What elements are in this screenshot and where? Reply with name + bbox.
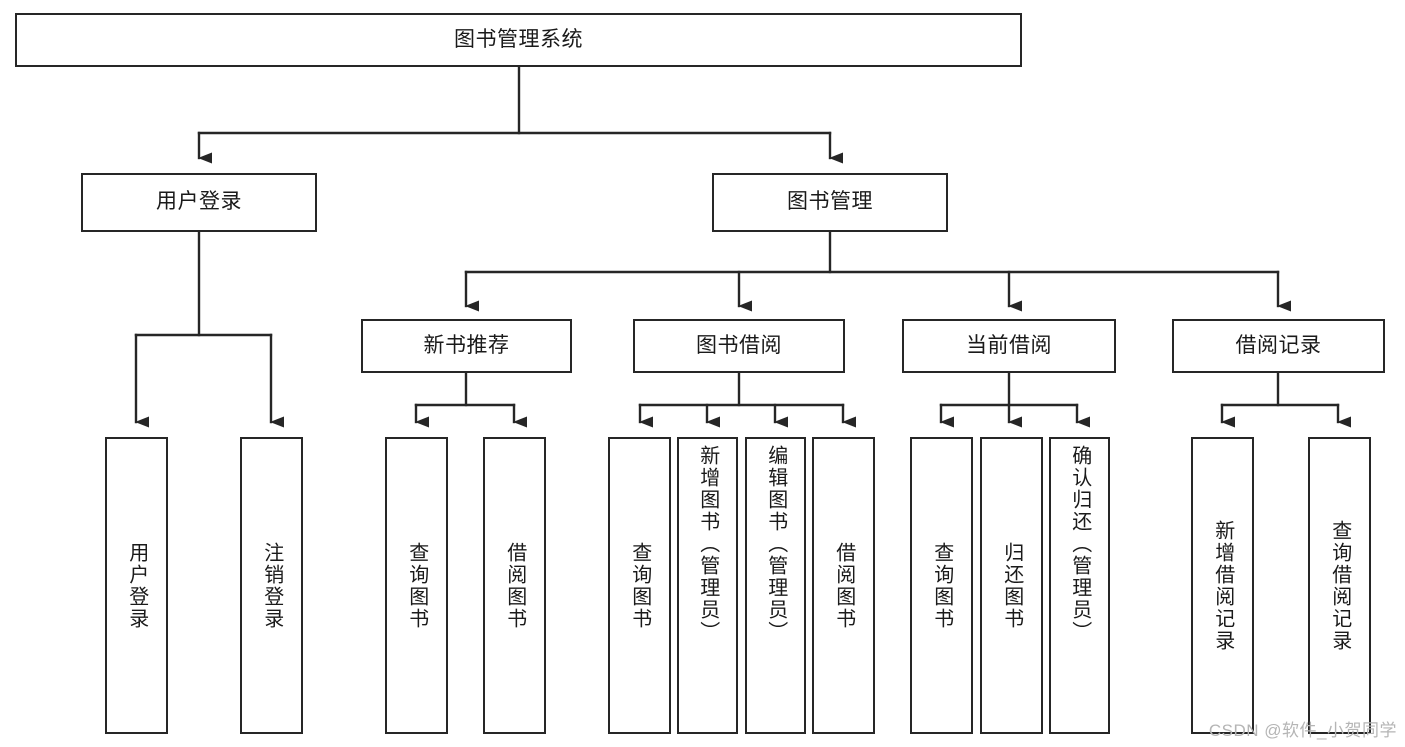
node-label: 查询图书 — [628, 541, 651, 630]
node-label: 归还图书 — [1000, 541, 1023, 630]
leaf-user-login[interactable]: 用户登录 — [105, 437, 168, 734]
node-label: 查询图书 — [405, 541, 428, 630]
node-label: 编辑图书（管理员） — [764, 445, 787, 643]
leaf-borrow-book-rec[interactable]: 借阅图书 — [483, 437, 546, 734]
node-current-borrow[interactable]: 当前借阅 — [902, 319, 1116, 373]
leaf-query-book-current[interactable]: 查询图书 — [910, 437, 973, 734]
leaf-add-book[interactable]: 新增图书（管理员） — [677, 437, 738, 734]
csdn-watermark: CSDN @软件_小贺同学 — [1208, 721, 1397, 740]
node-book-borrow[interactable]: 图书借阅 — [633, 319, 845, 373]
node-label: 新增借阅记录 — [1211, 519, 1234, 652]
node-label: 注销登录 — [260, 541, 283, 630]
node-label: 图书管理系统 — [454, 27, 583, 51]
leaf-user-logout[interactable]: 注销登录 — [240, 437, 303, 734]
leaf-query-book-rec[interactable]: 查询图书 — [385, 437, 448, 734]
node-label: 用户登录 — [125, 541, 148, 630]
node-label: 确认归还（管理员） — [1068, 445, 1091, 643]
node-label: 借阅图书 — [503, 541, 526, 630]
node-label: 图书管理 — [787, 190, 873, 214]
node-root-system[interactable]: 图书管理系统 — [15, 13, 1022, 67]
leaf-add-borrow-record[interactable]: 新增借阅记录 — [1191, 437, 1254, 734]
leaf-borrow-book-borrow[interactable]: 借阅图书 — [812, 437, 875, 734]
node-label: 当前借阅 — [966, 333, 1052, 357]
leaf-query-book-borrow[interactable]: 查询图书 — [608, 437, 671, 734]
leaf-confirm-return[interactable]: 确认归还（管理员） — [1049, 437, 1110, 734]
node-label: 用户登录 — [156, 190, 242, 214]
leaf-edit-book[interactable]: 编辑图书（管理员） — [745, 437, 806, 734]
leaf-return-book[interactable]: 归还图书 — [980, 437, 1043, 734]
leaf-query-borrow-record[interactable]: 查询借阅记录 — [1308, 437, 1371, 734]
node-label: 图书借阅 — [696, 333, 782, 357]
node-label: 新增图书（管理员） — [696, 445, 719, 643]
node-label: 查询图书 — [930, 541, 953, 630]
node-borrow-record[interactable]: 借阅记录 — [1172, 319, 1385, 373]
node-label: 借阅记录 — [1235, 333, 1322, 357]
node-book-manage[interactable]: 图书管理 — [712, 173, 948, 232]
node-label: 查询借阅记录 — [1328, 519, 1351, 652]
node-label: 借阅图书 — [832, 541, 855, 630]
node-user-login[interactable]: 用户登录 — [81, 173, 317, 232]
node-new-book-rec[interactable]: 新书推荐 — [361, 319, 572, 373]
node-label: 新书推荐 — [423, 333, 510, 357]
